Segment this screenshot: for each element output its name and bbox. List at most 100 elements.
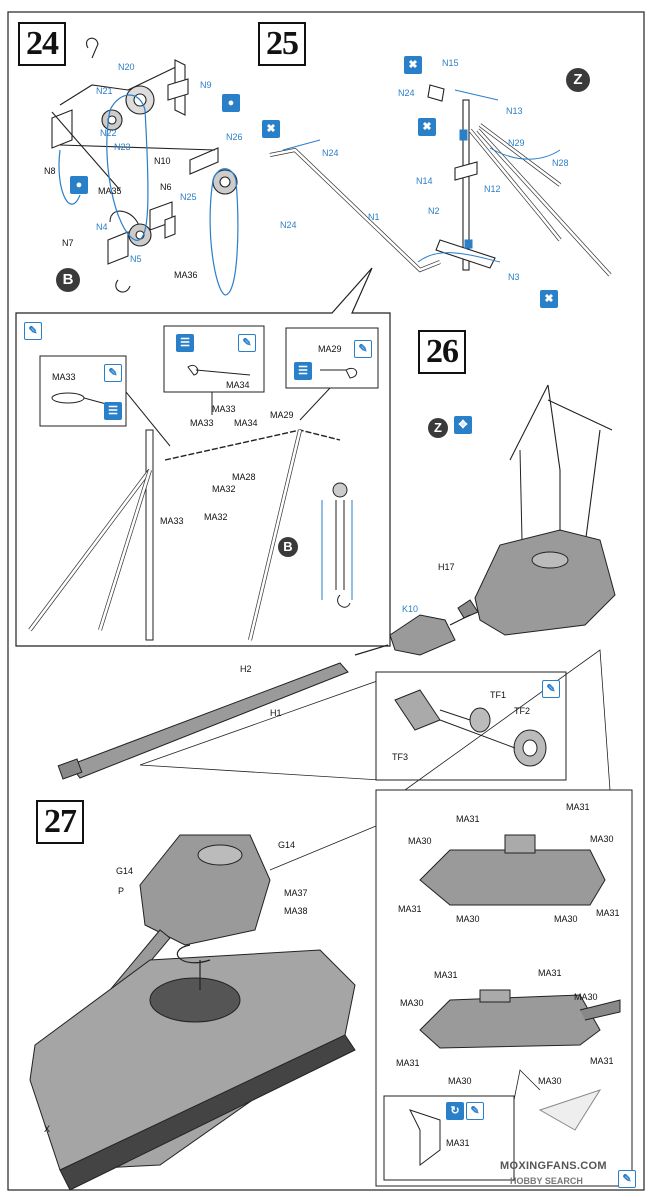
part-label-ma30-top-left: MA30: [408, 836, 432, 846]
part-label-tf1: TF1: [490, 690, 507, 700]
part-label-ma30-bottom-right: MA30: [538, 1076, 562, 1086]
part-label-h1: H1: [270, 708, 282, 718]
part-label-g14-right: G14: [278, 840, 296, 850]
part-label-p: P: [118, 886, 125, 896]
part-label-n6: N6: [160, 182, 172, 192]
part-label-ma34: MA34: [234, 418, 258, 428]
step24-parts: [51, 37, 238, 293]
rigging-lines: [28, 364, 358, 641]
subassembly-z-badge: Z: [566, 68, 590, 92]
paint-icon: ✎: [104, 364, 122, 382]
part-label-ma31-mid-left: MA31: [398, 904, 422, 914]
part-label-ma34-detail: MA34: [226, 380, 250, 390]
part-label-n14: N14: [416, 176, 433, 186]
subassembly-b-badge: B: [56, 268, 80, 292]
tool-icon: ✖: [404, 56, 422, 74]
step26-turret: [457, 529, 616, 636]
part-label-ma32-upper: MA32: [212, 484, 236, 494]
subassembly-b-ref: B: [278, 537, 298, 557]
paint-icon: ✎: [542, 680, 560, 698]
part-label-ma29-detail: MA29: [318, 344, 342, 354]
part-label-ma36: MA36: [174, 270, 198, 280]
arrow-turret: [449, 614, 471, 626]
part-label-n12: N12: [484, 184, 501, 194]
part-label-ma31-low-right: MA31: [538, 968, 562, 978]
part-label-n3: N3: [508, 272, 520, 282]
part-label-ma38: MA38: [284, 906, 308, 916]
part-label-ma31-low-left: MA31: [434, 970, 458, 980]
part-label-n29: N29: [508, 138, 525, 148]
watermark-plane: [538, 1089, 602, 1131]
ma34-detail-box: [163, 325, 265, 393]
part-label-n24-top: N24: [398, 88, 415, 98]
part-label-ma31-top-left: MA31: [456, 814, 480, 824]
part-label-ma30-mid-left: MA30: [456, 914, 480, 924]
part-label-n24-low: N24: [280, 220, 297, 230]
ma29-detail-box: [285, 327, 379, 389]
part-label-n5: N5: [130, 254, 142, 264]
step27-turret: [139, 834, 271, 946]
part-label-ma30-bottom-left: MA30: [448, 1076, 472, 1086]
part-label-n25: N25: [180, 192, 197, 202]
part-label-ma33-top: MA33: [212, 404, 236, 414]
turret-side-views: [419, 834, 621, 1049]
part-label-n13: N13: [506, 106, 523, 116]
rigging-callout-box: [15, 267, 391, 647]
part-label-n20: N20: [118, 62, 135, 72]
paint-icon: ✎: [238, 334, 256, 352]
part-label-ma31-detail: MA31: [446, 1138, 470, 1148]
part-label-ma33-low: MA33: [160, 516, 184, 526]
step-number-27: 27: [36, 800, 84, 844]
part-label-ma30-low-right: MA30: [574, 992, 598, 1002]
step26-mantlet: [389, 614, 456, 656]
part-label-n15: N15: [442, 58, 459, 68]
paint-icon: ✎: [466, 1102, 484, 1120]
part-label-ma28: MA28: [232, 472, 256, 482]
watermark-brand: HOBBY SEARCH: [510, 1176, 583, 1186]
part-label-n8: N8: [44, 166, 56, 176]
ma31-detail-box: [383, 1095, 515, 1181]
ma31-part: [409, 1109, 441, 1166]
part-label-h17: H17: [438, 562, 455, 572]
paint-icon: ✎: [354, 340, 372, 358]
texture-icon: ☰: [104, 402, 122, 420]
part-label-n26: N26: [226, 132, 243, 142]
part-label-ma30-top-right: MA30: [590, 834, 614, 844]
glue-icon: ●: [222, 94, 240, 112]
part-label-n1: N1: [368, 212, 380, 222]
subassembly-z-ref: Z: [428, 418, 448, 438]
step27-detail-box: [375, 789, 633, 1187]
part-label-ma29: MA29: [270, 410, 294, 420]
step-number-25: 25: [258, 22, 306, 66]
step27-hull: [29, 949, 356, 1191]
arrow-mantlet: [354, 644, 389, 656]
step26-crane-mount: [509, 384, 613, 546]
part-label-n28: N28: [552, 158, 569, 168]
part-label-ma31-bottom-left: MA31: [396, 1058, 420, 1068]
step26-barrel: [57, 662, 349, 780]
part-label-x: X: [44, 1124, 51, 1134]
part-label-ma35: MA35: [98, 186, 122, 196]
ma31-callout-line: [513, 1069, 541, 1101]
step27-callout-line: [269, 825, 377, 871]
part-label-g14-left: G14: [116, 866, 134, 876]
part-label-ma37: MA37: [284, 888, 308, 898]
ma33-detail-box: [39, 355, 127, 427]
tool-icon: ✖: [262, 120, 280, 138]
page-frame: [7, 11, 645, 1191]
tf-parts: [394, 689, 547, 767]
paint-icon: ✎: [618, 1170, 636, 1188]
step-number-24: 24: [18, 22, 66, 66]
step24-cables: [58, 94, 239, 296]
texture-icon: ☰: [176, 334, 194, 352]
move-icon: ✥: [454, 416, 472, 434]
step25-cables: [282, 89, 561, 263]
part-label-ma31-bottom-right: MA31: [590, 1056, 614, 1066]
part-label-n24-mid: N24: [322, 148, 339, 158]
part-label-tf2: TF2: [514, 706, 531, 716]
tool-icon: ✖: [418, 118, 436, 136]
part-label-n21: N21: [96, 86, 113, 96]
part-label-h2: H2: [240, 664, 252, 674]
part-label-k10: K10: [402, 604, 419, 614]
